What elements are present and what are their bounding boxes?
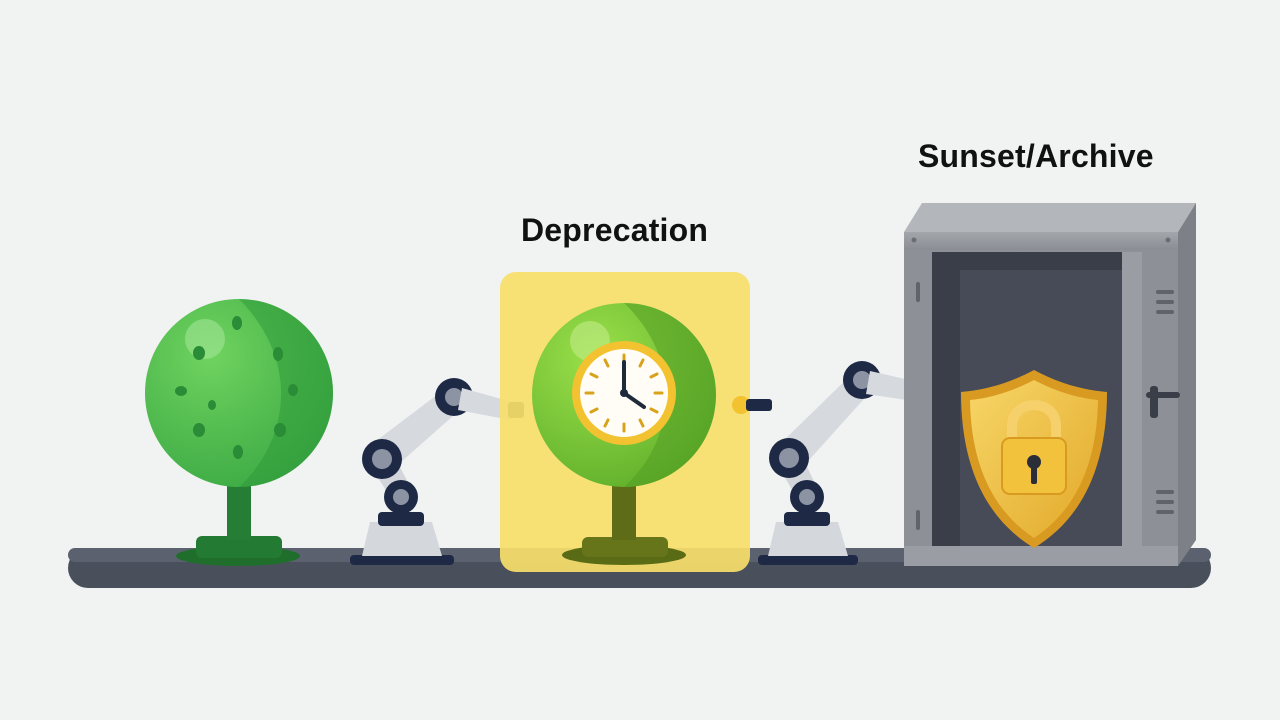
clock-icon [572,341,676,445]
nozzle-icon [732,396,772,414]
robot-arm-icon [350,378,524,565]
sunset-archive-label: Sunset/Archive [918,138,1154,174]
deprecation-label: Deprecation [521,212,709,248]
vault-with-shield-lock-icon [904,203,1196,566]
shield-lock-icon [961,370,1107,548]
tree-with-clock-icon [532,303,716,565]
robot-arm-icon [758,361,944,565]
green-tree-icon [145,299,333,566]
